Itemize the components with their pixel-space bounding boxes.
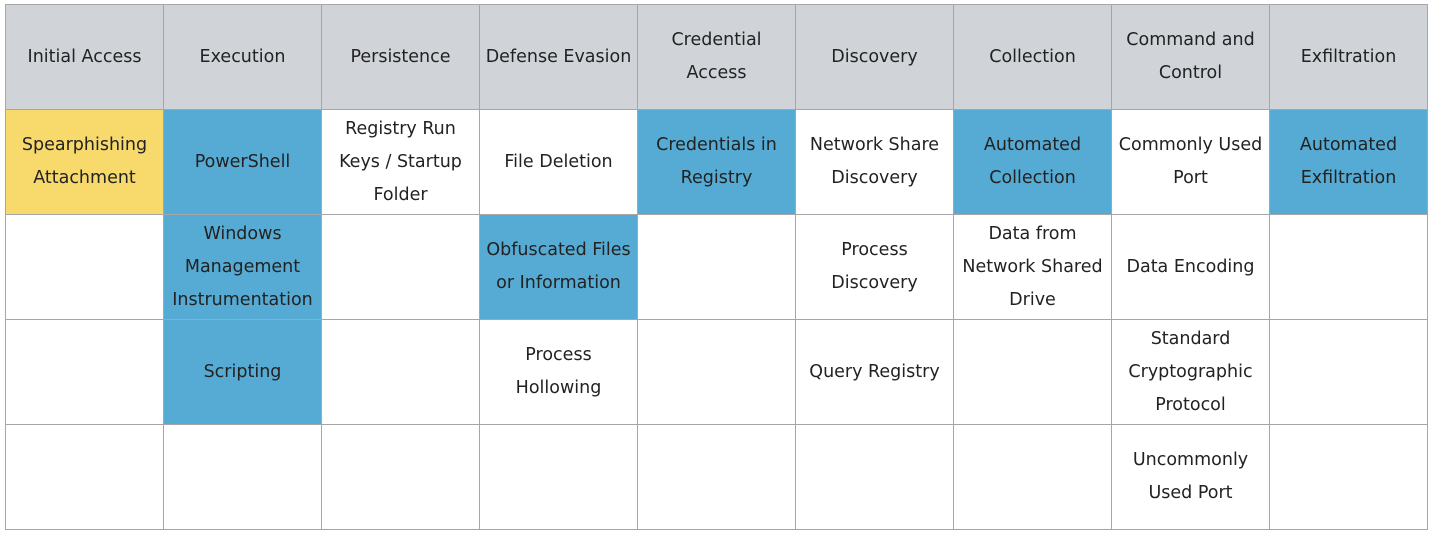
technique-cell	[795, 424, 954, 530]
matrix-header: Initial Access Execution Persistence Def…	[5, 4, 1428, 110]
technique-cell	[953, 424, 1112, 530]
technique-cell: PowerShell	[163, 109, 322, 215]
technique-cell	[1269, 319, 1428, 425]
table-row: Windows Management Instrumentation Obfus…	[5, 214, 1428, 320]
technique-cell	[321, 319, 480, 425]
header-discovery: Discovery	[795, 4, 954, 110]
technique-cell	[1269, 424, 1428, 530]
header-defense-evasion: Defense Evasion	[479, 4, 638, 110]
header-command-and-control: Command and Control	[1111, 4, 1270, 110]
technique-cell: Data Encoding	[1111, 214, 1270, 320]
technique-cell: Automated Exfiltration	[1269, 109, 1428, 215]
technique-cell: Commonly Used Port	[1111, 109, 1270, 215]
technique-cell	[637, 319, 796, 425]
technique-cell: Query Registry	[795, 319, 954, 425]
technique-cell: Process Hollowing	[479, 319, 638, 425]
header-initial-access: Initial Access	[5, 4, 164, 110]
technique-cell: Network Share Discovery	[795, 109, 954, 215]
table-row: Scripting Process Hollowing Query Regist…	[5, 319, 1428, 425]
technique-cell	[5, 214, 164, 320]
technique-cell: Registry Run Keys / Startup Folder	[321, 109, 480, 215]
technique-cell: Obfuscated Files or Information	[479, 214, 638, 320]
matrix-body: Spearphishing Attachment PowerShell Regi…	[5, 109, 1428, 530]
technique-cell	[5, 424, 164, 530]
header-row: Initial Access Execution Persistence Def…	[5, 4, 1428, 110]
technique-cell: Process Discovery	[795, 214, 954, 320]
technique-matrix-table: Initial Access Execution Persistence Def…	[5, 4, 1428, 530]
technique-cell: Uncommonly Used Port	[1111, 424, 1270, 530]
table-row: Uncommonly Used Port	[5, 424, 1428, 530]
header-execution: Execution	[163, 4, 322, 110]
technique-cell: Credentials in Registry	[637, 109, 796, 215]
technique-cell: Windows Management Instrumentation	[163, 214, 322, 320]
technique-cell	[163, 424, 322, 530]
table-row: Spearphishing Attachment PowerShell Regi…	[5, 109, 1428, 215]
technique-cell	[321, 424, 480, 530]
technique-cell: Scripting	[163, 319, 322, 425]
technique-cell	[479, 424, 638, 530]
technique-cell	[953, 319, 1112, 425]
technique-cell: Spearphishing Attachment	[5, 109, 164, 215]
technique-cell	[1269, 214, 1428, 320]
technique-cell	[637, 214, 796, 320]
header-exfiltration: Exfiltration	[1269, 4, 1428, 110]
header-credential-access: Credential Access	[637, 4, 796, 110]
technique-cell: Standard Cryptographic Protocol	[1111, 319, 1270, 425]
technique-cell	[637, 424, 796, 530]
header-collection: Collection	[953, 4, 1112, 110]
technique-cell: Automated Collection	[953, 109, 1112, 215]
technique-cell: Data from Network Shared Drive	[953, 214, 1112, 320]
technique-cell: File Deletion	[479, 109, 638, 215]
technique-cell	[321, 214, 480, 320]
technique-cell	[5, 319, 164, 425]
header-persistence: Persistence	[321, 4, 480, 110]
